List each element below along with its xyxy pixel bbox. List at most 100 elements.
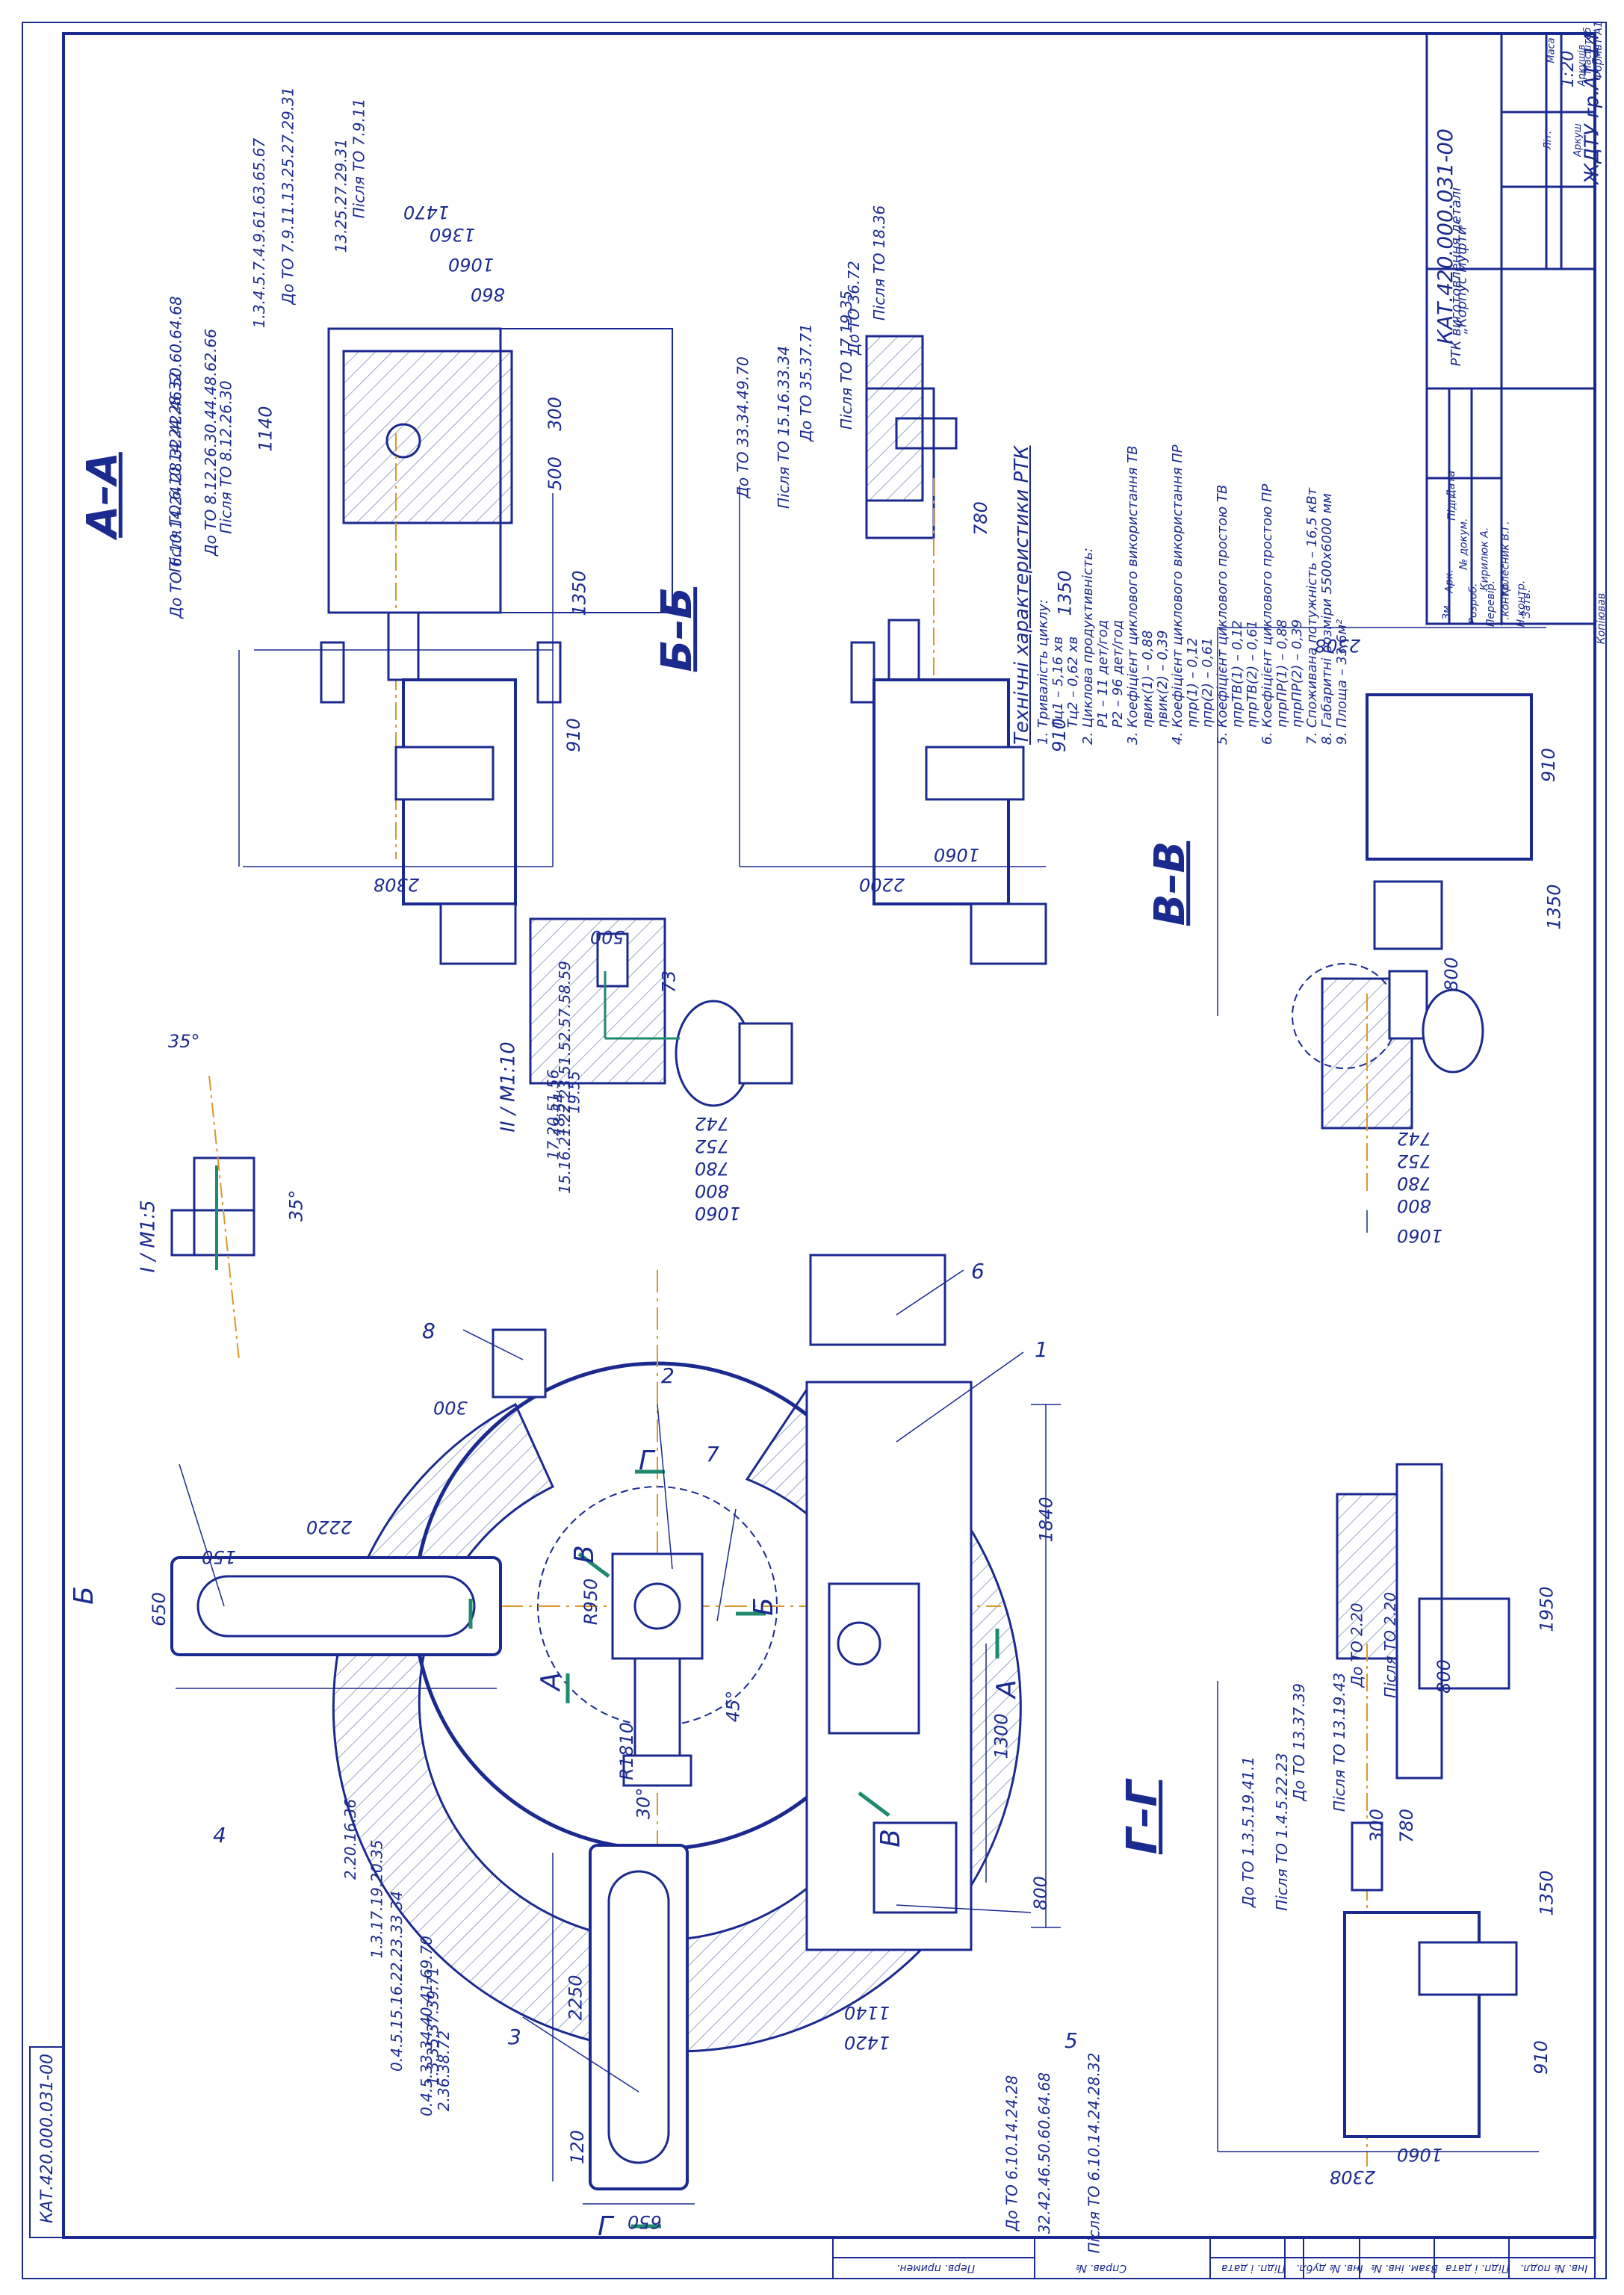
dim-ii-73: 73 (658, 970, 680, 994)
ann-a32: 32.42.46.50.60.64.68 (1035, 2072, 1054, 2234)
ann-a20: Після ТО 2.20 (1380, 1592, 1399, 1698)
ann-a18: Після ТО 13.19.43 (1330, 1672, 1349, 1812)
sec-letter-b-top: Б (68, 1586, 99, 1605)
detail-i (170, 1075, 255, 1360)
bottom-cell-4: Інв. № дубл. (1296, 2262, 1363, 2274)
stamp-copied: Копіював (1596, 592, 1608, 645)
dim-vv-742: 742 (1397, 1128, 1431, 1149)
dim-aa-1350: 1350 (568, 570, 590, 616)
stamp-name-2: Колесник В.Г. (1499, 521, 1512, 597)
tech-line: Тц1 – 5,16 хв (1050, 636, 1066, 745)
tech-line: ηпрПР(1) – 0,88 (1274, 619, 1290, 745)
side-doc-number: КАТ.420.000.031-00 (38, 2054, 57, 2223)
sec-letter-a-right: А (991, 1679, 1022, 1698)
tech-line: ηвик(2) – 0,39 (1155, 630, 1171, 745)
pos-4: 4 (213, 1823, 226, 1848)
detail-ii-title: II / М1:10 (497, 1041, 520, 1133)
stamp-role-5: Затв. (1521, 589, 1534, 619)
sec-letter-g-top: Г (639, 1446, 654, 1476)
bottom-cell-2: Підп. і дата (1445, 2262, 1510, 2274)
ann-a11: До ТО 35.37.71 (796, 323, 815, 442)
dim-vv-910: 910 (1537, 748, 1559, 782)
ann-a33: Після ТО 6.10.14.24.28.32 (1085, 2052, 1103, 2254)
ann-a9: До ТО 33.34.49.70 (734, 356, 752, 498)
tech-line: 6. Коефіцієнт циклового простою ПР (1259, 483, 1275, 745)
ann-a14: Після ТО 18.36 (870, 205, 889, 321)
pos-1: 1 (1035, 1337, 1048, 1362)
dim-aa-1470: 1470 (403, 202, 450, 223)
tech-heading: Технічні характеристики РТК (1011, 445, 1033, 745)
conveyor-4 (170, 1556, 502, 1656)
title-block (1425, 32, 1596, 625)
ann-a24: 19.55 (565, 1071, 583, 1114)
sec-letter-v-bot: В (875, 1829, 906, 1848)
ann-a25: 2.20.16.36 (341, 1798, 360, 1880)
view-title-gg: Г–Г (1118, 1780, 1168, 1855)
dim-plan-45: 45° (722, 1690, 744, 1723)
inner-frame (62, 32, 1596, 2239)
detail-ii (529, 917, 793, 1107)
ann-a19: До ТО 2.20 (1348, 1602, 1366, 1688)
plan-view (170, 1254, 1061, 2229)
dim-vv-800b: 800 (1397, 1195, 1431, 1216)
stamp-name-1: Кирилюк А. (1478, 527, 1491, 591)
sec-letter-g-bot: Г (598, 2211, 613, 2242)
dim-vv-1350: 1350 (1543, 884, 1565, 930)
section-bb (739, 335, 1047, 965)
pos-5: 5 (1064, 2028, 1078, 2053)
robot-column (633, 1582, 681, 1630)
tech-line: ηпр(1) – 0,12 (1185, 637, 1200, 745)
pos-3: 3 (508, 2025, 521, 2049)
view-title-bb: Б–Б (653, 586, 702, 672)
box-6 (809, 1254, 946, 1346)
tech-line: 5. Коефіцієнт циклового простою ТВ (1215, 484, 1230, 745)
dim-gg-1350: 1350 (1536, 1870, 1558, 1916)
view-title-aa: А–А (78, 452, 127, 538)
ann-a15: До ТО 1.3.5.19.41.1 (1239, 1756, 1258, 1908)
ann-a26: 1.3.17.19.20.35 (368, 1839, 386, 1959)
dim-aa-1060: 1060 (448, 254, 495, 275)
tech-line: Тц2 – 0,62 хв (1065, 636, 1081, 745)
view-title-vv: В–В (1146, 840, 1195, 926)
ann-a3: 1.3.4.5.7.4.9.61.63.65.67 (250, 137, 269, 329)
box-8 (492, 1328, 547, 1399)
robot-gripper (622, 1754, 692, 1787)
tech-line: ηпрПР(2) – 0,39 (1289, 619, 1305, 745)
bottom-strip (832, 2237, 1596, 2279)
dim-aa-860: 860 (471, 284, 505, 305)
tech-lines: 1. Тривалість циклу: Тц1 – 5,16 хв Тц2 –… (1035, 132, 1350, 745)
machine-1 (805, 1381, 973, 1951)
tech-line: 2. Циклова продуктивність: (1080, 547, 1096, 745)
tech-line: ηвик(1) – 0,88 (1140, 630, 1156, 745)
pos-7: 7 (706, 1442, 719, 1466)
conveyor-3 (589, 1844, 689, 2190)
ann-a6: Після ТО 8.12.26.30 (217, 380, 235, 534)
dim-vv-752: 752 (1397, 1150, 1431, 1171)
dim-vv-800: 800 (1440, 957, 1462, 991)
dim-gg-910: 910 (1530, 2040, 1552, 2075)
ann-a31: До ТО 6.10.14.24.28 (1002, 2075, 1021, 2231)
dim-plan-30: 30° (633, 1787, 654, 1820)
dim-ii-752: 752 (695, 1136, 729, 1156)
dim-vv-2308: 2308 (1315, 635, 1361, 656)
tech-line: 4. Коефіцієнт циклового використання ПР (1170, 445, 1186, 745)
ann-a10: Після ТО 15.16.33.34 (774, 346, 793, 509)
detail-i-title: I / М1:5 (137, 1200, 160, 1273)
bottom-cell-6: Перв. примен. (896, 2262, 976, 2274)
dim-gg-780: 780 (1395, 1809, 1417, 1843)
stamp-sheet-label: Аркуш (1572, 123, 1584, 157)
dim-vv-1060: 1060 (1397, 1225, 1443, 1246)
tech-characteristics: Технічні характеристики РТК 1. Триваліст… (1011, 132, 1350, 745)
tech-line: 1. Тривалість циклу: (1035, 599, 1051, 745)
dim-gg-800: 800 (1433, 1659, 1454, 1694)
ann-a17: До ТО 13.37.39 (1289, 1683, 1308, 1801)
dim-ii-500: 500 (590, 926, 625, 947)
dim-i-35b: 35° (285, 1189, 307, 1222)
dim-plan-1840: 1840 (1035, 1496, 1057, 1543)
dim-gg-1060: 1060 (1397, 2144, 1443, 2165)
dim-gg-300: 300 (1366, 1809, 1387, 1843)
stamp-scale: 1:20 (1559, 50, 1578, 88)
dim-plan-r950: R950 (580, 1578, 602, 1626)
dim-plan-1420: 1420 (844, 2032, 890, 2053)
